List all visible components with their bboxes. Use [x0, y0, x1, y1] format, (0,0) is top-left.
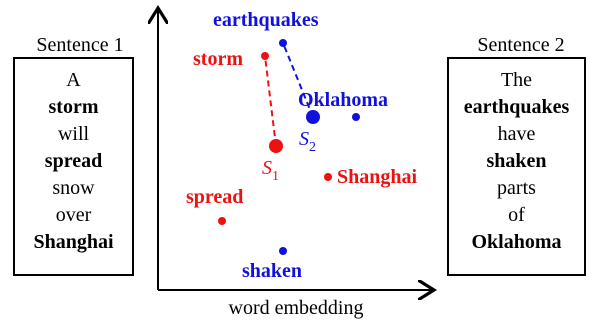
sentence2-token: shaken: [486, 150, 547, 172]
sentence1-token: Shanghai: [33, 231, 114, 253]
sentence1-token: A: [66, 69, 81, 91]
label-spread: spread: [186, 186, 243, 208]
sentence2-title: Sentence 2: [477, 34, 565, 56]
sentence2-token: of: [508, 204, 525, 226]
sentence2-token: Oklahoma: [471, 231, 562, 253]
sentence1-token: over: [55, 204, 92, 226]
point-shanghai: [324, 173, 332, 181]
label-shanghai: Shanghai: [337, 166, 417, 188]
point-shaken: [279, 247, 287, 255]
point-earthquakes: [279, 39, 287, 47]
point-oklahoma: [352, 113, 360, 121]
sentence1-token: spread: [44, 150, 103, 172]
point-storm: [261, 52, 269, 60]
label-shaken: shaken: [242, 260, 302, 282]
sentence1-token: will: [57, 123, 90, 145]
sentence2-token: parts: [497, 177, 536, 199]
sentence2-token: The: [500, 69, 533, 91]
label-earthquakes: earthquakes: [213, 9, 319, 31]
centroid-label-s2: S2: [299, 128, 316, 155]
sentence1-token: storm: [48, 96, 99, 118]
sentence1-token: snow: [52, 177, 95, 199]
x-axis-label: word embedding: [228, 297, 364, 319]
centroid-label-s1: S1: [262, 157, 279, 184]
label-storm: storm: [193, 48, 243, 70]
centroid-s2: [306, 110, 320, 124]
point-spread: [218, 217, 226, 225]
link-S2-earthquakes: [282, 42, 314, 118]
sentence2-token: have: [497, 123, 536, 145]
centroid-s1: [269, 139, 283, 153]
link-S1-storm: [264, 55, 277, 147]
sentence1-title: Sentence 1: [36, 34, 124, 56]
label-oklahoma: Oklahoma: [298, 89, 388, 111]
sentence2-token: earthquakes: [463, 96, 570, 118]
